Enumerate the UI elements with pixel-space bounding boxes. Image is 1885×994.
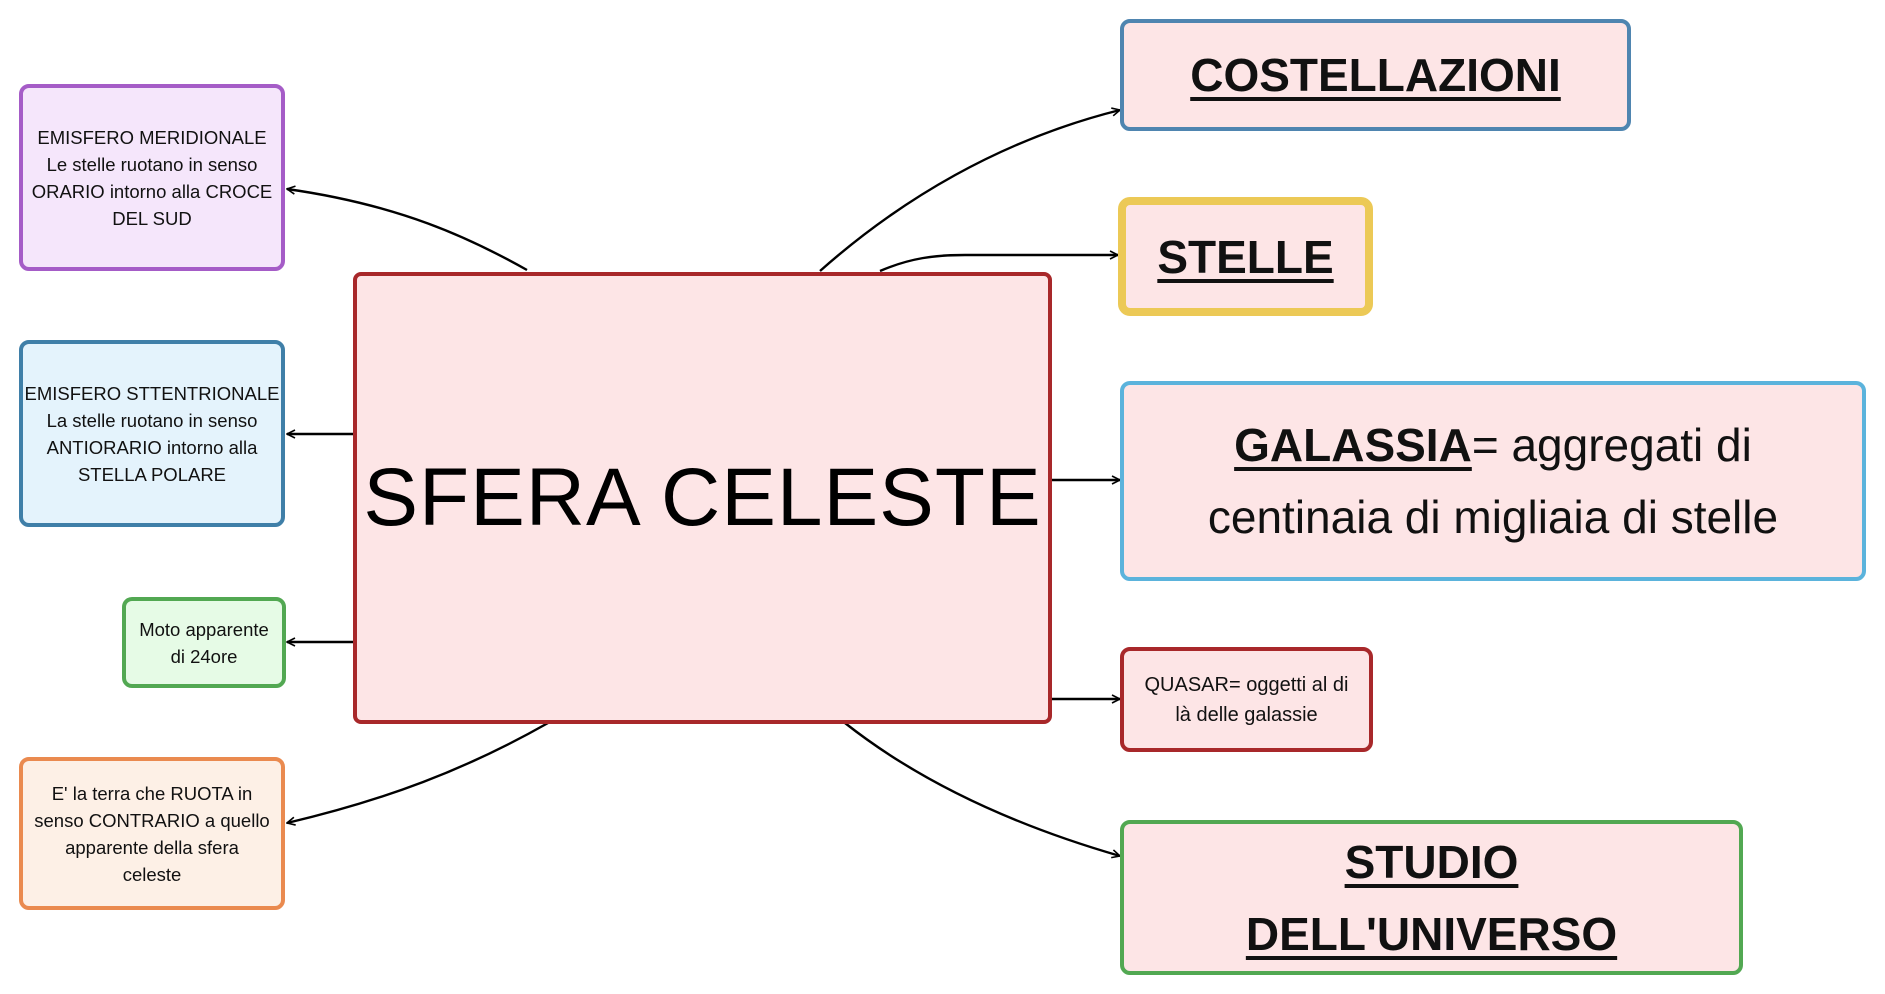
node-costellazioni[interactable]: COSTELLAZIONI — [1120, 19, 1631, 131]
connector-stelle — [879, 255, 1118, 273]
node-title-costellazioni: COSTELLAZIONI — [1190, 49, 1561, 101]
node-text-line: Le stelle ruotano in senso — [46, 153, 258, 175]
node-text-line: senso CONTRARIO a quello — [34, 809, 270, 831]
node-stelle[interactable]: STELLE — [1118, 197, 1373, 316]
node-emisfero-meridionale[interactable]: EMISFERO MERIDIONALE Le stelle ruotano i… — [19, 84, 285, 271]
node-text-line: ANTIORARIO intorno alla — [46, 436, 258, 458]
node-galassia[interactable]: GALASSIA= aggregati di centinaia di migl… — [1120, 381, 1866, 581]
node-text-line: là delle galassie — [1175, 703, 1318, 726]
node-text-line: apparente della sfera — [65, 836, 239, 858]
node-title-stelle: STELLE — [1157, 230, 1334, 283]
node-title-studio-line1: STUDIO — [1344, 835, 1519, 888]
node-moto-apparente[interactable]: Moto apparente di 24ore — [122, 597, 286, 688]
connector-meridionale — [287, 189, 528, 272]
node-quasar[interactable]: QUASAR= oggetti al di là delle galassie — [1120, 647, 1373, 752]
node-text-line: di 24ore — [170, 645, 238, 667]
node-terra-ruota[interactable]: E' la terra che RUOTA in senso CONTRARIO… — [19, 757, 285, 910]
node-text-line: celeste — [122, 863, 182, 885]
connector-terra — [287, 721, 549, 823]
node-text-line: La stelle ruotano in senso — [46, 409, 258, 431]
node-text-line: STELLA POLARE — [77, 463, 227, 485]
node-text-line: EMISFERO STTENTRIONALE — [24, 382, 280, 404]
connector-studio — [844, 722, 1120, 856]
galassia-definition-part2: centinaia di migliaia di stelle — [1207, 491, 1779, 543]
node-text-line: ORARIO intorno alla CROCE — [31, 180, 273, 202]
galassia-definition-part1: = aggregati di — [1471, 419, 1752, 471]
node-title-studio-line2: DELL'UNIVERSO — [1245, 907, 1618, 960]
connector-costellazioni — [819, 110, 1120, 272]
node-text-line: DEL SUD — [112, 207, 192, 229]
node-text-line: EMISFERO MERIDIONALE — [37, 126, 267, 148]
galassia-line-1: GALASSIA= aggregati di — [1234, 409, 1752, 481]
node-text-line: QUASAR= oggetti al di — [1144, 673, 1349, 696]
node-text-line: E' la terra che RUOTA in — [51, 782, 253, 804]
node-text-line: Moto apparente — [139, 618, 269, 640]
node-studio-universo[interactable]: STUDIO DELL'UNIVERSO — [1120, 820, 1743, 975]
node-emisfero-settentrionale[interactable]: EMISFERO STTENTRIONALE La stelle ruotano… — [19, 340, 285, 527]
central-node-sfera-celeste[interactable]: SFERA CELESTE — [353, 272, 1052, 724]
central-title: SFERA CELESTE — [363, 452, 1042, 543]
galassia-term: GALASSIA — [1234, 419, 1472, 471]
